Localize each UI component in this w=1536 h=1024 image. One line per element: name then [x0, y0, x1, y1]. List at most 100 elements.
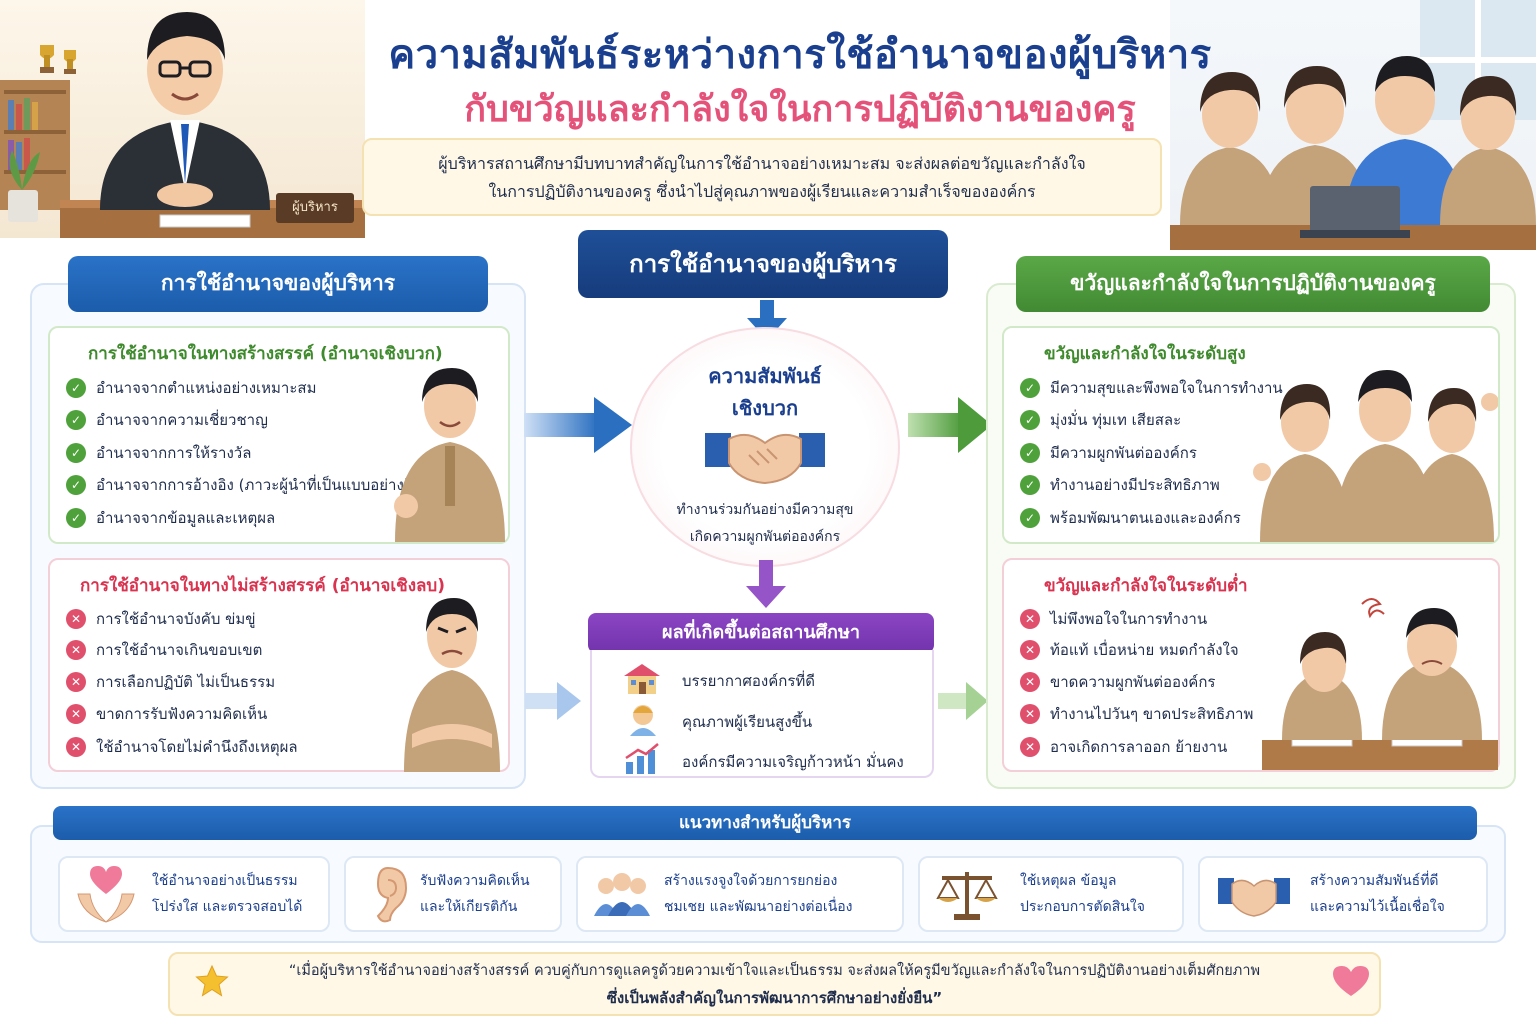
- list-item: ✕ทำงานไปวันๆ ขาดประสิทธิภาพ: [1020, 702, 1253, 726]
- ear-icon: [376, 866, 408, 923]
- guideline-line: ประกอบการตัดสินใจ: [1020, 899, 1145, 915]
- student-icon: [630, 705, 656, 736]
- list-item: ✕ขาดการรับฟังความคิดเห็น: [66, 702, 267, 726]
- page-subtitle: กับขวัญและกำลังใจในการปฏิบัติงานของครู: [464, 89, 1136, 130]
- list-item: ✕ท้อแท้ เบื่อหน่าย หมดกำลังใจ: [1020, 638, 1239, 662]
- heart-icon: [1333, 966, 1369, 996]
- scale-icon: [936, 872, 998, 920]
- intro-line-2: ในการปฏิบัติงานของครู ซึ่งนำไปสู่คุณภาพข…: [488, 182, 1036, 201]
- high-morale-title: ขวัญและกำลังใจในระดับสูง: [1044, 344, 1246, 364]
- list-item: ✓พร้อมพัฒนาตนเองและองค์กร: [1020, 506, 1241, 530]
- low-morale-card: ขวัญและกำลังใจในระดับต่ำ ✕ไม่พึงพอใจในกา…: [1002, 558, 1500, 772]
- executive-nameplate: ผู้บริหาร: [276, 193, 354, 223]
- intro-box: ผู้บริหารสถานศึกษามีบทบาทสำคัญในการใช้อำ…: [362, 138, 1162, 216]
- check-icon: ✓: [66, 410, 86, 430]
- cross-icon: ✕: [66, 640, 86, 660]
- result-item-student-quality: คุณภาพผู้เรียนสูงขึ้น: [682, 713, 813, 731]
- relation-title: ความสัมพันธ์ เชิงบวก: [708, 364, 822, 420]
- list-item: ✕ขาดความผูกพันต่อองค์กร: [1020, 670, 1215, 694]
- tired-teachers-icon: [1262, 598, 1498, 770]
- cross-icon: ✕: [1020, 737, 1040, 757]
- cross-icon: ✕: [1020, 640, 1040, 660]
- list-item: ✓อำนาจจากความเชี่ยวชาญ: [66, 408, 268, 432]
- guideline-line: สร้างความสัมพันธ์ที่ดี: [1310, 873, 1439, 889]
- guideline-line: ใช้อำนาจอย่างเป็นธรรม: [152, 873, 298, 889]
- check-icon: ✓: [1020, 443, 1040, 463]
- arrow-right-light-green-icon: [938, 682, 988, 720]
- list-item: ✕อาจเกิดการลาออก ย้ายงาน: [1020, 735, 1227, 759]
- arrow-right-light-icon: [525, 682, 581, 720]
- guidelines-title: แนวทางสำหรับผู้บริหาร: [53, 806, 1477, 840]
- guideline-card: ใช้อำนาจอย่างเป็นธรรม โปร่งใส และตรวจสอบ…: [58, 856, 330, 932]
- list-item: ✕การใช้อำนาจบังคับ ข่มขู่: [66, 607, 256, 631]
- smiling-officer-icon: [394, 368, 505, 542]
- positive-power-card: การใช้อำนาจในทางสร้างสรรค์ (อำนาจเชิงบวก…: [48, 326, 510, 544]
- check-icon: ✓: [1020, 475, 1040, 495]
- check-icon: ✓: [1020, 410, 1040, 430]
- cross-icon: ✕: [1020, 704, 1040, 724]
- quote-line-1: “เมื่อผู้บริหารใช้อำนาจอย่างสร้างสรรค์ ค…: [288, 963, 1261, 979]
- check-icon: ✓: [66, 508, 86, 528]
- growth-chart-icon: [625, 743, 659, 774]
- check-icon: ✓: [66, 443, 86, 463]
- check-icon: ✓: [66, 475, 86, 495]
- cross-icon: ✕: [66, 737, 86, 757]
- check-icon: ✓: [1020, 508, 1040, 528]
- intro-line-1: ผู้บริหารสถานศึกษามีบทบาทสำคัญในการใช้อำ…: [438, 154, 1086, 173]
- cross-icon: ✕: [66, 672, 86, 692]
- school-icon: [624, 664, 660, 694]
- list-item: ✓ทำงานอย่างมีประสิทธิภาพ: [1020, 473, 1220, 497]
- arrow-down-purple-icon: [746, 560, 786, 608]
- guideline-line: สร้างแรงจูงใจด้วยการยกย่อง: [664, 873, 838, 889]
- teachers-team-illustration: [1170, 0, 1536, 250]
- list-item: ✕ไม่พึงพอใจในการทำงาน: [1020, 607, 1207, 631]
- arrow-right-icon: [524, 397, 632, 453]
- high-morale-card: ขวัญและกำลังใจในระดับสูง ✓มีความสุขและพึ…: [1002, 326, 1500, 544]
- handshake-icon: [705, 433, 825, 485]
- result-item-atmosphere: บรรยากาศองค์กรที่ดี: [682, 672, 816, 690]
- quote-line-2: ซึ่งเป็นพลังสำคัญในการพัฒนาการศึกษาอย่าง…: [606, 989, 943, 1007]
- teachers-group-icon: [1170, 0, 1536, 250]
- guideline-line: และให้เกียรติกัน: [420, 899, 518, 915]
- guideline-line: โปร่งใส และตรวจสอบได้: [152, 899, 303, 915]
- low-morale-title: ขวัญและกำลังใจในระดับต่ำ: [1044, 576, 1248, 596]
- list-item: ✕การเลือกปฏิบัติ ไม่เป็นธรรม: [66, 670, 275, 694]
- check-icon: ✓: [66, 378, 86, 398]
- result-title: ผลที่เกิดขึ้นต่อสถานศึกษา: [588, 613, 934, 653]
- negative-power-title: การใช้อำนาจในทางไม่สร้างสรรค์ (อำนาจเชิง…: [80, 576, 445, 596]
- handshake-icon: [1218, 878, 1290, 917]
- cross-icon: ✕: [1020, 609, 1040, 629]
- group-icon: [594, 873, 650, 916]
- relation-description: ทำงานร่วมกันอย่างมีความสุข เกิดความผูกพั…: [676, 502, 854, 545]
- list-item: ✓มุ่งมั่น ทุ่มเท เสียสละ: [1020, 408, 1181, 432]
- cross-icon: ✕: [66, 609, 86, 629]
- list-item: ✓อำนาจจากการอ้างอิง (ภาวะผู้นำที่เป็นแบบ…: [66, 473, 410, 497]
- list-item: ✓อำนาจจากการให้รางวัล: [66, 441, 251, 465]
- guideline-line: ใช้เหตุผล ข้อมูล: [1020, 873, 1117, 889]
- cross-icon: ✕: [66, 704, 86, 724]
- executive-figure-icon: [0, 12, 365, 238]
- result-item-organization-progress: องค์กรมีความเจริญก้าวหน้า มั่นคง: [682, 753, 904, 771]
- list-item: ✓มีความสุขและพึงพอใจในการทำงาน: [1020, 376, 1283, 400]
- guideline-card: สร้างความสัมพันธ์ที่ดี และความไว้เนื้อเช…: [1198, 856, 1488, 932]
- quote-box: [168, 952, 1381, 1016]
- guideline-card: ใช้เหตุผล ข้อมูล ประกอบการตัดสินใจ: [918, 856, 1184, 932]
- arrow-right-green-icon: [908, 397, 992, 453]
- guideline-line: รับฟังความคิดเห็น: [420, 873, 530, 889]
- left-panel-title: การใช้อำนาจของผู้บริหาร: [68, 256, 488, 312]
- list-item: ✕การใช้อำนาจเกินขอบเขต: [66, 638, 262, 662]
- list-item: ✕ใช้อำนาจโดยไม่คำนึงถึงเหตุผล: [66, 735, 298, 759]
- center-title: การใช้อำนาจของผู้บริหาร: [578, 230, 948, 298]
- guideline-card: สร้างแรงจูงใจด้วยการยกย่อง ชมเชย และพัฒน…: [576, 856, 904, 932]
- guideline-card: รับฟังความคิดเห็น และให้เกียรติกัน: [344, 856, 562, 932]
- list-item: ✓อำนาจจากข้อมูลและเหตุผล: [66, 506, 275, 530]
- list-item: ✓อำนาจจากตำแหน่งอย่างเหมาะสม: [66, 376, 316, 400]
- guideline-line: ชมเชย และพัฒนาอย่างต่อเนื่อง: [664, 899, 853, 915]
- negative-power-card: การใช้อำนาจในทางไม่สร้างสรรค์ (อำนาจเชิง…: [48, 558, 510, 772]
- right-panel-title: ขวัญและกำลังใจในการปฏิบัติงานของครู: [1016, 256, 1490, 312]
- executive-illustration: [0, 0, 365, 238]
- happy-teachers-icon: [1253, 370, 1498, 542]
- page-title: ความสัมพันธ์ระหว่างการใช้อำนาจของผู้บริห…: [388, 32, 1212, 78]
- positive-power-title: การใช้อำนาจในทางสร้างสรรค์ (อำนาจเชิงบวก…: [88, 344, 443, 364]
- heart-hands-icon: [77, 866, 135, 923]
